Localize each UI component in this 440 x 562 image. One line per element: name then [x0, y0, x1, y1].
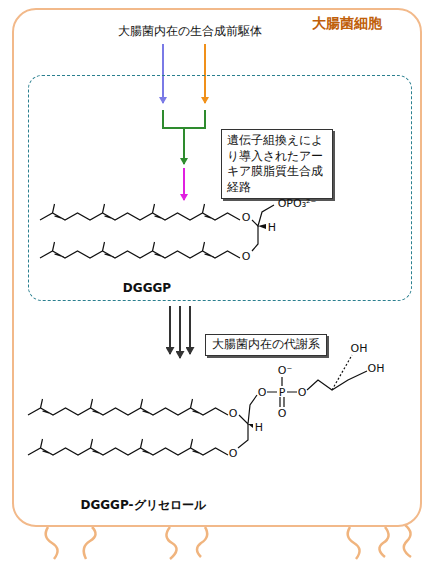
process-box: 遺伝子組換えにより導入されたアーキア膜脂質生合成経路: [221, 129, 333, 199]
cell-outline: 大腸菌細胞DGGGP遺伝子組換えにより導入されたアーキア膜脂質生合成経路大腸菌内…: [12, 8, 422, 527]
isoprenoid-chains: [28, 204, 240, 455]
flagella: [46, 525, 411, 559]
process-box: 大腸菌内在の代謝系: [205, 334, 327, 356]
box-text: 遺伝子組換えにより導入されたアーキア膜脂質生合成経路: [227, 133, 327, 195]
wedge-bonds: [248, 224, 266, 428]
atom: H: [255, 422, 263, 433]
atom: O: [229, 408, 238, 419]
atom: O: [278, 408, 287, 419]
atom: P: [279, 387, 286, 398]
atom: O: [298, 387, 307, 398]
atom: OH: [351, 343, 368, 354]
atom: O: [242, 212, 251, 223]
phosphate-group: OPO₃²⁻: [278, 198, 317, 209]
box-text: 大腸菌内在の代謝系: [212, 337, 320, 353]
atom: H: [268, 222, 276, 233]
atom: O⁻: [278, 365, 292, 376]
compound-name: DGGGP-グリセロール: [80, 499, 205, 511]
molecule-bonds: [238, 205, 367, 448]
atom: O: [242, 251, 251, 262]
atom: O: [229, 448, 238, 459]
pathway-arrows: [163, 44, 205, 358]
compound-name: DGGGP: [123, 281, 171, 295]
precursor-label: 大腸菌内在の生合成前駆体: [118, 25, 262, 37]
cell-title: 大腸菌細胞: [312, 15, 382, 33]
atom: O: [258, 387, 267, 398]
pathway-region: DGGGP 遺伝子組換えにより導入されたアーキア膜脂質生合成経路: [28, 75, 412, 301]
atom: OH: [368, 363, 385, 374]
